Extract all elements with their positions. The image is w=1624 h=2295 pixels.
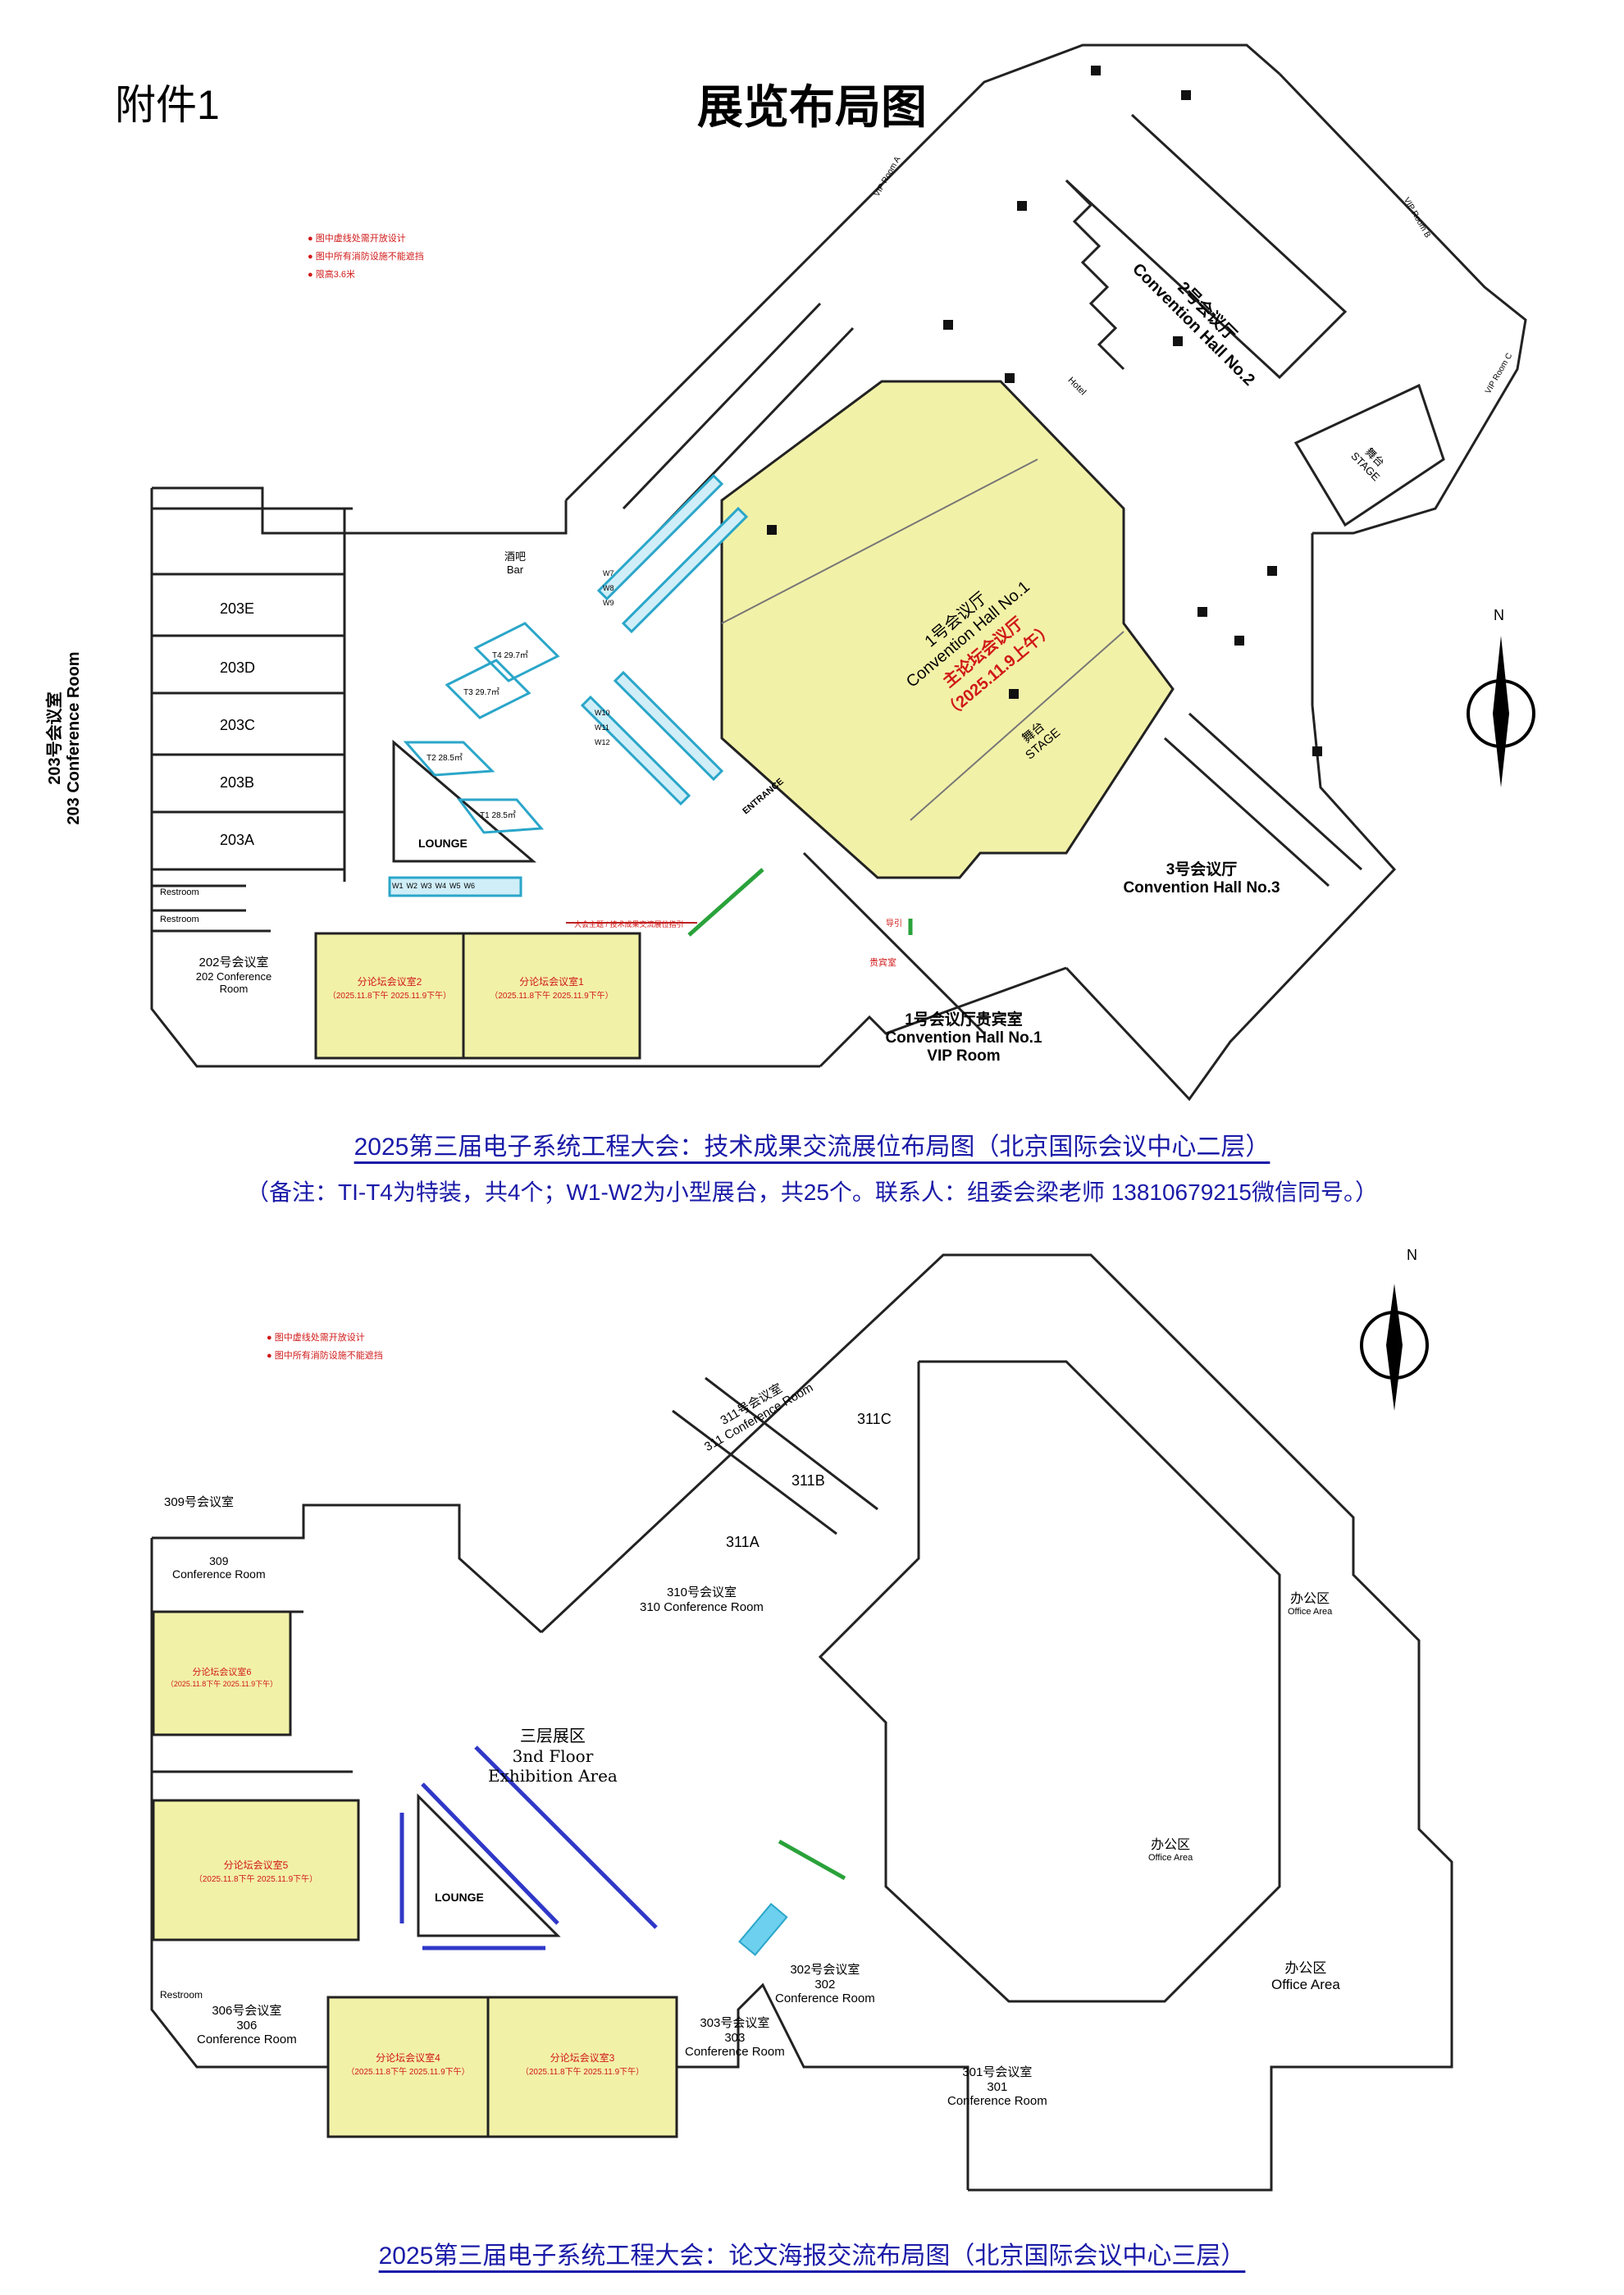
compass-icon [1467,636,1535,787]
lounge-label-f2: LOUNGE [418,837,468,850]
note-floor2: （备注：TI-T4为特装，共4个；W1-W2为小型展台，共25个。联系人：组委会… [245,1179,1378,1205]
room-309-label: 309 Conference Room [172,1554,266,1581]
room-203a: 203A [220,832,255,848]
booth-w9[interactable]: W9 [603,599,614,607]
room-310-label: 310号会议室 310 Conference Room [640,1586,764,1614]
booth-row-w: W1 W2 W3 W4 W5 W6 [392,882,475,890]
floor2-note-1: ● 图中虚线处需开放设计 [308,234,406,244]
north-label-f3: N [1407,1247,1417,1263]
booth-w12[interactable]: W12 [595,738,610,746]
booth-t2[interactable]: T2 28.5㎡ [427,754,463,763]
restroom-label-2: Restroom [160,915,199,924]
floor3-notes: ● 图中虚线处需开放设计 ● 图中所有消防设施不能遮挡 [267,1329,383,1365]
booth-w6[interactable]: W6 [463,882,476,890]
room-203-label: 203号会议室 203 Conference Room [46,651,83,825]
compass-floor3: N [1357,1247,1431,1427]
room-203c: 203C [220,717,256,733]
room-306-label: 306号会议室 306 Conference Room [197,2004,297,2046]
bar-label: 酒吧 Bar [504,550,527,576]
booth-w11[interactable]: W11 [595,723,609,732]
room-309-cn: 309号会议室 [164,1495,235,1509]
floor3-note-1: ● 图中虚线处需开放设计 [267,1333,365,1343]
room-311b: 311B [791,1472,825,1489]
room-203b: 203B [220,774,255,791]
booth-w1[interactable]: W1 [392,882,404,890]
room-203d: 203D [220,659,256,676]
restroom-f3: Restroom [160,1989,203,2001]
north-label: N [1494,607,1504,623]
office-area-2: 办公区 Office Area [1148,1838,1193,1863]
floor2-note-3: ● 限高3.6米 [308,270,355,280]
sub-forum-2: 分论坛会议室2 （2025.11.8下午 2025.11.9下午） [327,976,452,1001]
sub-forum-5: 分论坛会议室5 （2025.11.8下午 2025.11.9下午） [194,1859,318,1884]
room-303-label: 303号会议室 303 Conference Room [685,2016,785,2059]
booth-t4[interactable]: T4 29.7㎡ [492,651,528,660]
room-202-label: 202号会议室 202 Conference Room [195,956,272,995]
floor2-plan [150,43,1527,1102]
guest-room-label: 贵宾室 [869,958,896,968]
attachment-label: 附件1 [115,82,220,128]
caption-floor3: 2025第三届电子系统工程大会：论文海报交流布局图（北京国际会议中心三层） [378,2243,1246,2270]
compass-icon-f3 [1360,1284,1429,1411]
room-301-label: 301号会议室 301 Conference Room [947,2065,1047,2108]
office-area-1: 办公区 Office Area [1288,1592,1333,1617]
floor2-note-2: ● 图中所有消防设施不能遮挡 [308,252,424,262]
booth-w7[interactable]: W7 [603,569,614,577]
restroom-label-1: Restroom [160,887,199,897]
compass-floor2: N [1464,607,1538,787]
sub-forum-4: 分论坛会议室4 （2025.11.8下午 2025.11.9下午） [346,2052,470,2077]
booth-w8[interactable]: W8 [603,584,614,592]
hall1-vip-label: 1号会议厅贵宾室 Convention Hall No.1 VIP Room [885,1011,1042,1065]
caption-floor2: 2025第三届电子系统工程大会：技术成果交流展位布局图（北京国际会议中心二层） [354,1134,1270,1161]
room-311c: 311C [857,1411,892,1427]
booth-w4[interactable]: W4 [435,882,447,890]
room-311-label: 311号会议室 311 Conference Room [702,1380,816,1454]
lounge-label-f3: LOUNGE [435,1891,484,1904]
floor3-note-2: ● 图中所有消防设施不能遮挡 [267,1351,383,1361]
room-311a: 311A [726,1534,760,1550]
booth-w5[interactable]: W5 [449,882,461,890]
office-area-3: 办公区 Office Area [1271,1960,1340,1992]
guide-label: 导引 [886,919,902,928]
sub-forum-3: 分论坛会议室3 （2025.11.8下午 2025.11.9下午） [520,2052,645,2077]
hall3-label: 3号会议厅 Convention Hall No.3 [1123,861,1280,897]
floor2-notes: ● 图中虚线处需开放设计 ● 图中所有消防设施不能遮挡 ● 限高3.6米 [308,230,424,284]
sub-forum-1: 分论坛会议室1 （2025.11.8下午 2025.11.9下午） [490,976,614,1001]
booth-w10[interactable]: W10 [595,709,610,717]
booth-w3[interactable]: W3 [421,882,432,890]
booth-w2[interactable]: W2 [406,882,418,890]
booth-diag-w: W7 W8 W9 [603,566,614,610]
booth-diag-w2: W10 W11 W12 [595,705,610,750]
exhibit-area-f3: 三层展区 3nd Floor Exhibition Area [488,1726,618,1786]
page-title: 展览布局图 [697,80,927,135]
room-203e: 203E [220,600,255,617]
booth-t1[interactable]: T1 28.5㎡ [480,811,516,820]
poster-guide-label: 大会主题 / 技术成果交流展位指引 [574,920,684,928]
sub-forum-6: 分论坛会议室6 （2025.11.8下午 2025.11.9下午） [166,1668,278,1688]
room-302-label: 302号会议室 302 Conference Room [775,1963,875,2005]
booth-t3[interactable]: T3 29.7㎡ [463,688,500,697]
